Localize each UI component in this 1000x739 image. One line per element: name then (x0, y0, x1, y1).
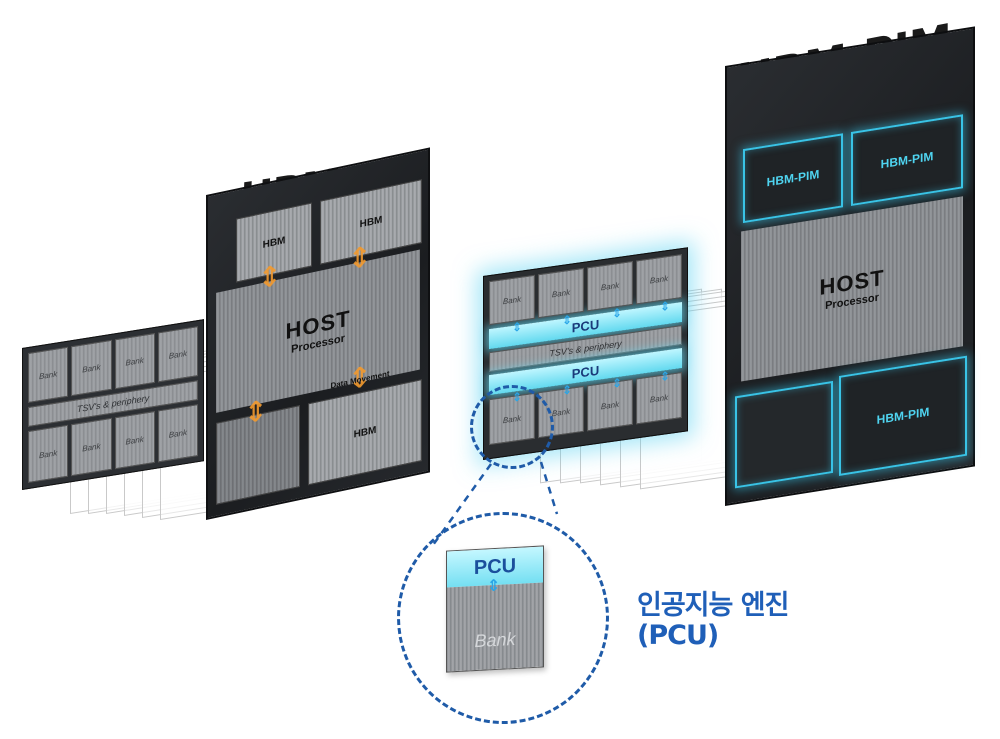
zoomed-pcu-bank: PCU Bank (446, 545, 544, 672)
caption-line-2: (PCU) (637, 620, 718, 651)
pcu-bank-arrow: ⇕ (487, 576, 500, 596)
caption-line-1: 인공지능 엔진 (637, 583, 788, 622)
